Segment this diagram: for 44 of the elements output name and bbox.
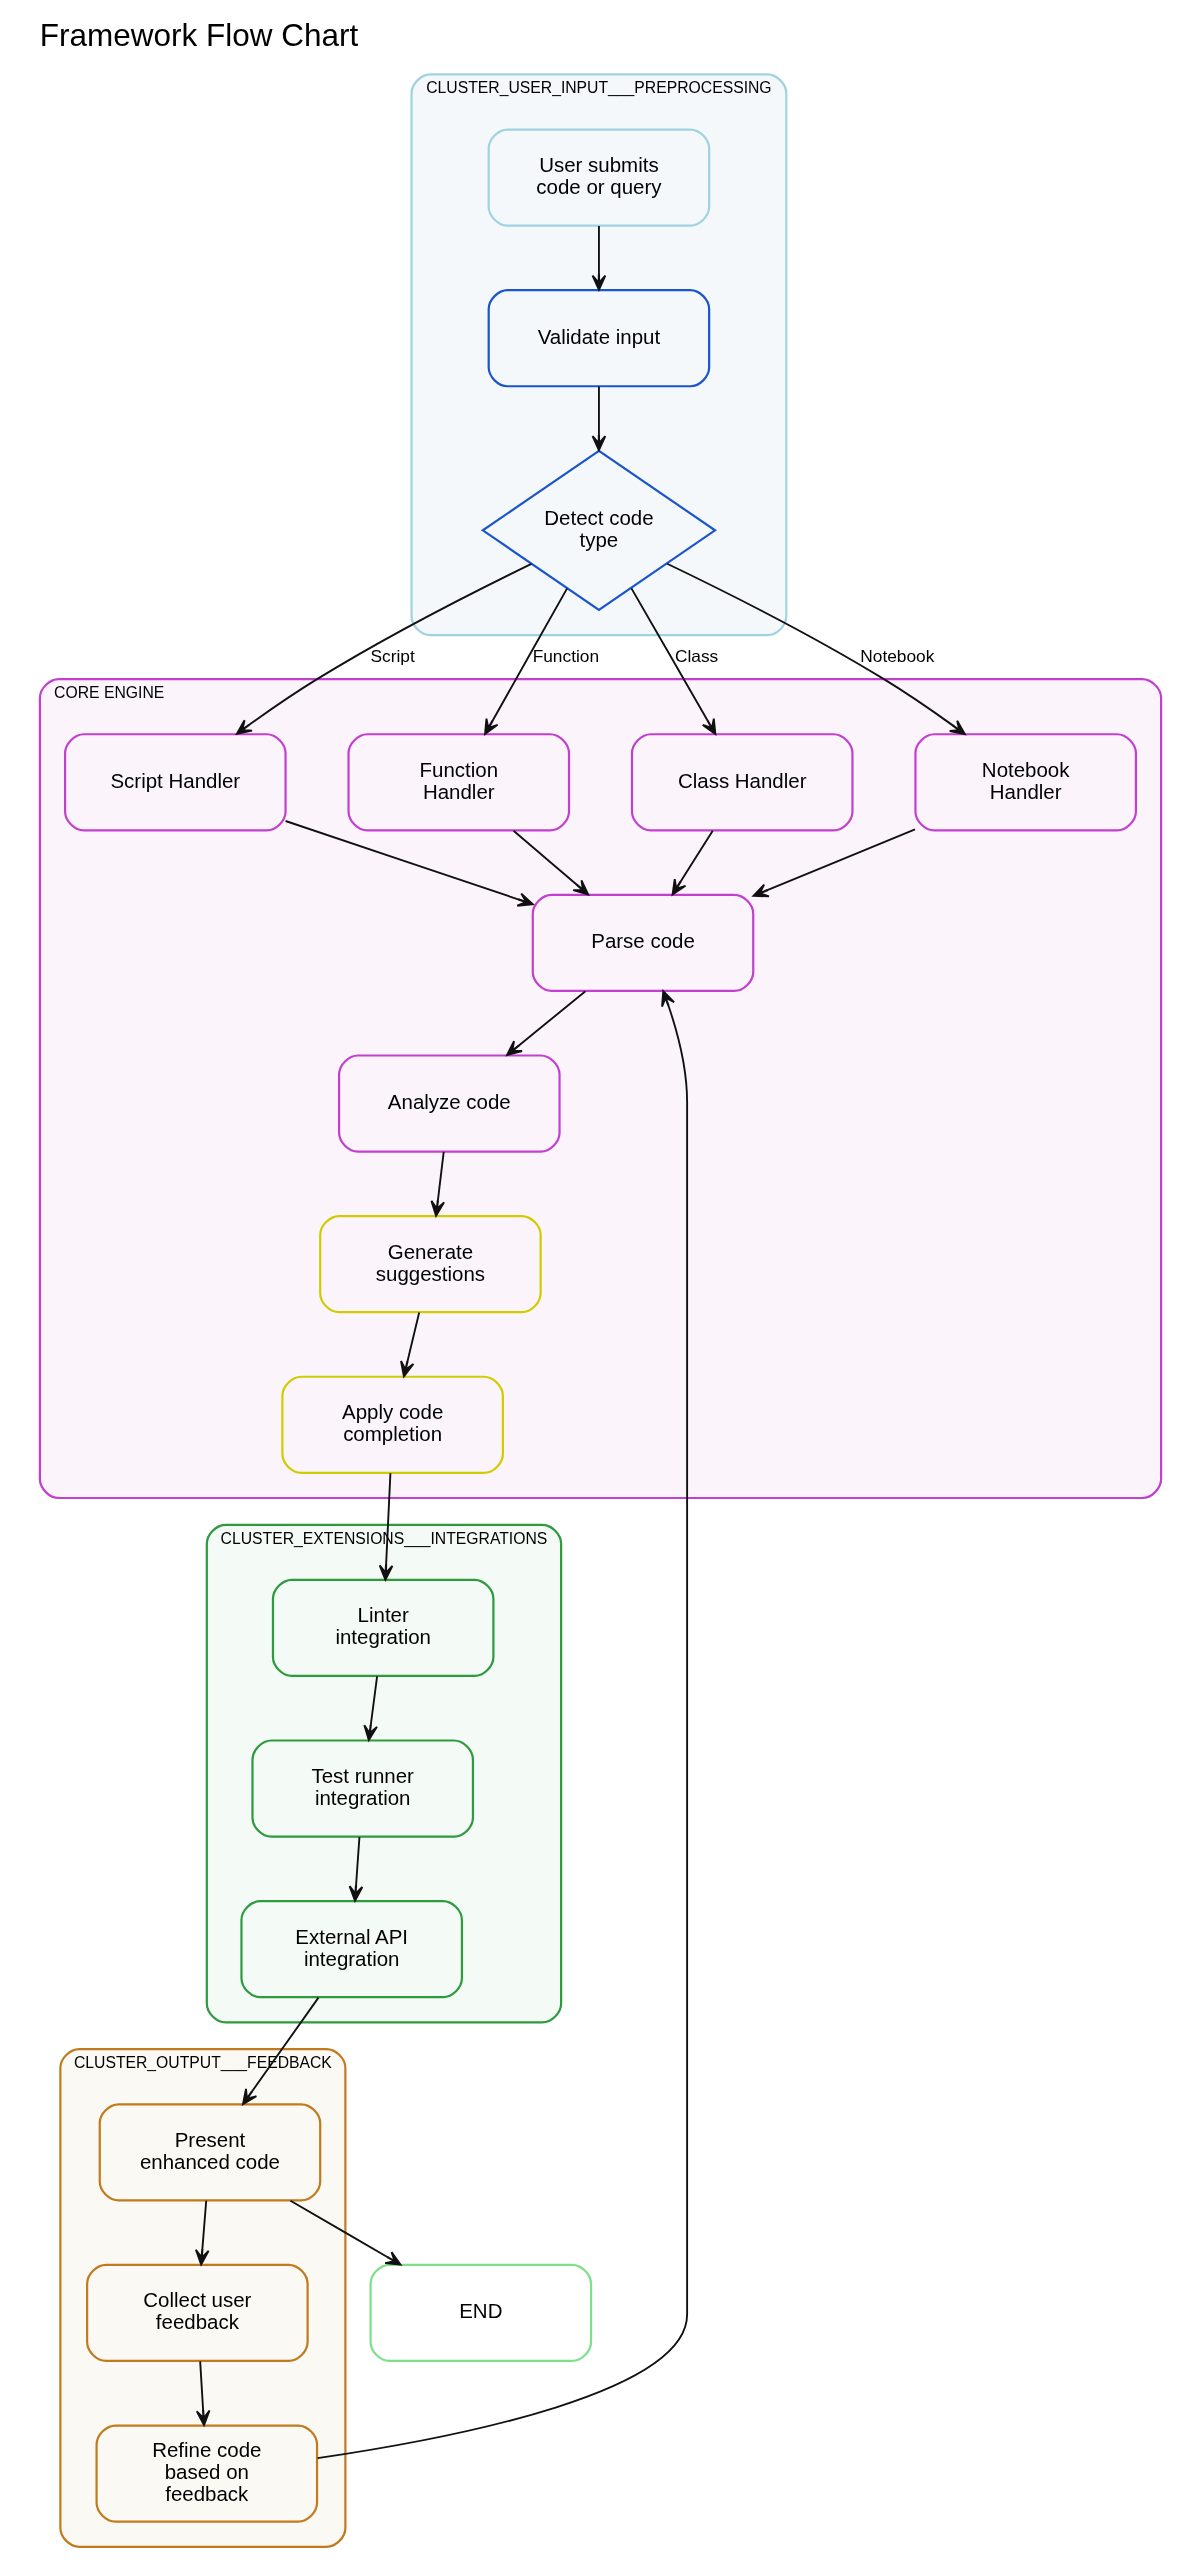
arrow: [289, 2199, 402, 2266]
arrow: [362, 1675, 378, 1741]
node-box: Parse code: [531, 893, 754, 993]
arrow: [195, 2360, 210, 2426]
arrow: [284, 820, 534, 907]
node-box: Linter integration: [271, 1578, 495, 1678]
arrow: [235, 562, 532, 735]
arrow: [399, 1311, 420, 1378]
node-box: Class Handler: [630, 733, 854, 832]
arrow: [591, 385, 606, 452]
arrow: [241, 1996, 319, 2106]
arrow: [316, 990, 688, 2460]
edge-label: Notebook: [859, 645, 934, 666]
diagram-title: Framework Flow Chart: [39, 17, 358, 54]
node-box: Notebook Handler: [913, 733, 1137, 832]
edge-label: Function: [532, 645, 599, 666]
node-box: Apply code completion: [280, 1375, 504, 1474]
node-box: Test runner integration: [250, 1739, 474, 1838]
arrow: [630, 587, 716, 736]
arrow: [505, 990, 586, 1056]
arrow: [665, 562, 966, 736]
node-box: END: [369, 2263, 592, 2363]
node-box: Refine code based on feedback: [95, 2424, 318, 2523]
node-box: Validate input: [487, 289, 710, 388]
node-box: Function Handler: [346, 733, 570, 832]
arrow: [512, 829, 589, 896]
node-box: Generate suggestions: [318, 1215, 542, 1314]
arrow: [378, 1472, 393, 1581]
arrow: [348, 1836, 363, 1902]
node-diamond: Detect code type: [480, 449, 717, 612]
edge-label: Script: [370, 645, 415, 666]
arrow: [591, 225, 606, 291]
node-box: Script Handler: [63, 733, 287, 832]
node-box: Present enhanced code: [98, 2103, 321, 2202]
arrow: [194, 2199, 210, 2266]
arrow: [429, 1151, 445, 1217]
edge-label: Class: [674, 645, 718, 666]
node-box: Collect user feedback: [85, 2263, 309, 2363]
arrow: [483, 587, 568, 736]
arrow: [671, 829, 714, 896]
node-box: External API integration: [239, 1900, 463, 1999]
node-box: Analyze code: [337, 1054, 561, 1153]
node-box: User submits code or query: [487, 128, 710, 227]
arrow: [752, 828, 916, 898]
